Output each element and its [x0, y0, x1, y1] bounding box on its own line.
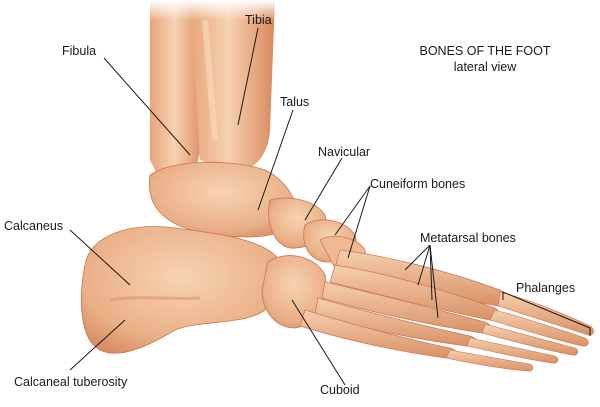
- label-tibia: Tibia: [245, 13, 272, 27]
- label-metatarsal-bones: Metatarsal bones: [420, 231, 516, 245]
- label-calcaneal-tuberosity: Calcaneal tuberosity: [14, 375, 128, 389]
- diagram-title-line2: lateral view: [453, 59, 517, 74]
- label-navicular: Navicular: [318, 145, 371, 159]
- diagram-title-line1: BONES OF THE FOOT: [419, 44, 551, 58]
- diagram-title: BONES OF THE FOOT lateral view: [395, 44, 575, 75]
- label-cuboid: Cuboid: [320, 383, 360, 397]
- leader-lines: [69, 27, 591, 386]
- label-calcaneus: Calcaneus: [4, 219, 64, 233]
- label-fibula: Fibula: [62, 44, 97, 58]
- label-talus: Talus: [280, 95, 310, 109]
- label-cuneiform-bones: Cuneiform bones: [370, 177, 466, 191]
- metatarsal-bones: [299, 249, 509, 359]
- calcaneus-bone: [80, 226, 283, 354]
- label-phalanges: Phalanges: [516, 281, 576, 295]
- phalanges-bones: [445, 291, 594, 372]
